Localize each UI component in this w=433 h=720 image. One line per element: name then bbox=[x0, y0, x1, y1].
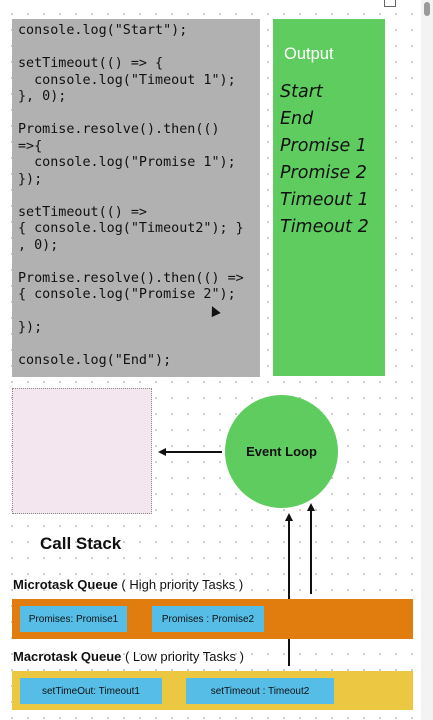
macrotask-item: setTimeOut: Timeout1 bbox=[20, 678, 162, 704]
code-line bbox=[18, 106, 260, 123]
microtask-queue-bar: Promises: Promise1 Promises : Promise2 bbox=[12, 599, 413, 639]
microtask-item: Promises : Promise2 bbox=[152, 606, 264, 632]
code-line: console.log("Start"); bbox=[18, 23, 188, 38]
tray-icon[interactable] bbox=[384, 0, 396, 7]
code-line bbox=[18, 337, 260, 354]
output-panel: Output Start End Promise 1 Promise 2 Tim… bbox=[273, 19, 385, 376]
code-line bbox=[18, 188, 260, 205]
output-list: Start End Promise 1 Promise 2 Timeout 1 … bbox=[280, 79, 369, 241]
code-line: Promise.resolve().then(() => bbox=[18, 270, 244, 286]
microtask-note: ( High priority Tasks ) bbox=[117, 577, 244, 592]
scrollbar-track[interactable] bbox=[421, 0, 433, 720]
scrollbar-thumb[interactable] bbox=[424, 2, 430, 16]
event-loop-label: Event Loop bbox=[246, 444, 317, 459]
event-loop-circle: Event Loop bbox=[225, 395, 338, 508]
microtask-heading: Microtask Queue ( High priority Tasks ) bbox=[13, 577, 243, 592]
code-line: setTimeout(() => bbox=[18, 204, 147, 220]
output-item: End bbox=[280, 109, 314, 129]
output-item: Promise 2 bbox=[280, 163, 367, 183]
output-item: Timeout 1 bbox=[280, 190, 369, 210]
microtask-title: Microtask Queue bbox=[13, 577, 118, 592]
code-line bbox=[18, 304, 260, 321]
output-title: Output bbox=[284, 45, 334, 63]
code-line: { console.log("Promise 2"); bbox=[18, 287, 236, 302]
code-line: =>{ bbox=[18, 138, 43, 154]
code-line: }, 0); bbox=[18, 89, 67, 104]
output-item: Timeout 2 bbox=[280, 217, 369, 237]
code-line bbox=[18, 40, 260, 57]
microtask-item: Promises: Promise1 bbox=[20, 606, 127, 632]
call-stack-label: Call Stack bbox=[40, 534, 122, 553]
code-line: setTimeout(() => { bbox=[18, 56, 164, 71]
macrotask-title: Macrotask Queue bbox=[13, 649, 122, 664]
code-panel: console.log("Start"); setTimeout(() => {… bbox=[12, 19, 260, 377]
code-line: }); bbox=[18, 320, 43, 335]
output-item: Start bbox=[280, 82, 323, 102]
code-line bbox=[18, 254, 260, 271]
macrotask-note: ( Low priority Tasks ) bbox=[121, 649, 244, 664]
code-line: }); bbox=[18, 171, 43, 187]
code-line: { console.log("Timeout2"); } bbox=[18, 221, 244, 236]
macrotask-heading: Macrotask Queue ( Low priority Tasks ) bbox=[13, 649, 244, 664]
macrotask-queue-bar: setTimeOut: Timeout1 setTimeout : Timeou… bbox=[12, 671, 413, 710]
code-line: , 0); bbox=[18, 237, 59, 253]
code-line: console.log("Promise 1"); bbox=[18, 155, 236, 170]
code-line: console.log("Timeout 1"); bbox=[18, 72, 236, 88]
code-line: Promise.resolve().then(() bbox=[18, 122, 220, 137]
code-line: console.log("End"); bbox=[18, 353, 172, 368]
call-stack-box bbox=[12, 388, 152, 514]
output-item: Promise 1 bbox=[280, 136, 367, 156]
macrotask-item: setTimeout : Timeout2 bbox=[186, 678, 334, 704]
